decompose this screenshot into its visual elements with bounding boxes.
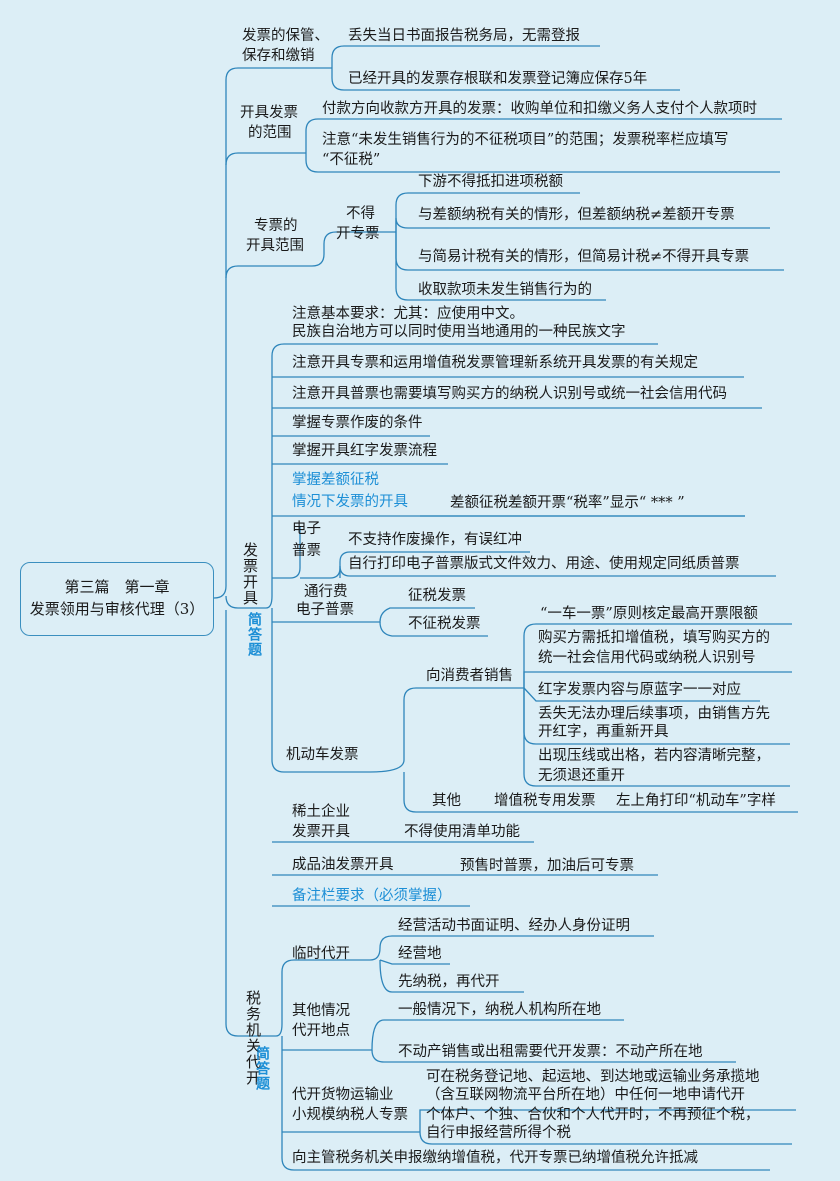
oil-item: 预售时普票，加油后可专票 xyxy=(460,858,634,874)
n3-sub-1: 不得 xyxy=(346,206,375,222)
root-line2: 发票领用与审核代理（3） xyxy=(29,600,205,618)
motor-label: 机动车发票 xyxy=(286,747,359,763)
place-label-2: 代开地点 xyxy=(292,1023,350,1039)
n3-item-3: 与简易计税有关的情形，但简易计税≠不得开具专票 xyxy=(418,249,750,265)
root-line1: 第三篇 第一章 xyxy=(64,578,170,596)
n1-item-2: 已经开具的发票存根联和发票登记簿应保存5年 xyxy=(348,71,648,87)
motor-citem-8: 无须退还重开 xyxy=(538,768,625,784)
toll-item-1: 征税发票 xyxy=(408,588,466,604)
root-node: 第三篇 第一章 发票领用与审核代理（3） xyxy=(20,562,214,636)
n3-label-2: 开具范围 xyxy=(246,238,304,254)
diff-item: 差额征税差额开票“税率”显示“ *** ” xyxy=(450,495,685,511)
n4-item-1: 注意开具专票和运用增值税发票管理新系统开具发票的有关规定 xyxy=(292,355,698,371)
rare-label-1: 稀土企业 xyxy=(292,804,350,820)
motor-citem-1: “一车一票”原则核定最高开票限额 xyxy=(540,606,758,622)
motor-oitem-2: 左上角打印“机动车”字样 xyxy=(616,793,776,809)
motor-citem-2: 购买方需抵扣增值税，填写购买方的 xyxy=(538,630,770,646)
n2-item-2: 注意“未发生销售行为的不征税项目”的范围；发票税率栏应填写 xyxy=(322,132,729,148)
n2-label-1: 开具发票 xyxy=(240,105,298,121)
cargo-label-2: 小规模纳税人专票 xyxy=(292,1107,408,1123)
remark-requirement: 备注栏要求（必须掌握） xyxy=(292,888,452,904)
motor-oitem-1: 增值税专用发票 xyxy=(494,793,596,809)
place-label-1: 其他情况 xyxy=(292,1003,350,1019)
rare-item: 不得使用清单功能 xyxy=(404,824,520,840)
diff-label-1: 掌握差额征税 xyxy=(292,472,379,488)
n4-badge: 简答题 xyxy=(246,612,262,657)
motor-citem-3: 统一社会信用代码或纳税人识别号 xyxy=(538,650,756,666)
toll-label-2: 电子普票 xyxy=(296,602,354,618)
rare-label-2: 发票开具 xyxy=(292,824,350,840)
n4-label: 发票开具 xyxy=(241,542,259,606)
n4-req-1: 注意基本要求：尤其：应使用中文。 xyxy=(292,306,524,322)
n1-label-2: 保存和缴销 xyxy=(242,48,315,64)
n1-label-1: 发票的保管、 xyxy=(242,28,329,44)
einv-item-2: 自行打印电子普票版式文件效力、用途、使用规定同纸质普票 xyxy=(348,556,740,572)
einv-label-2: 普票 xyxy=(292,543,321,559)
cargo-item-2: （含互联网物流平台所在地）中任何一地申请代开 xyxy=(426,1087,745,1103)
motor-other: 其他 xyxy=(432,793,461,809)
cargo-item-4: 自行申报经营所得个税 xyxy=(426,1125,571,1141)
n3-item-2: 与差额纳税有关的情形，但差额纳税≠差额开专票 xyxy=(418,207,735,223)
n4-item-2: 注意开具普票也需要填写购买方的纳税人识别号或统一社会信用代码 xyxy=(292,386,727,402)
einv-item-1: 不支持作废操作，有误红冲 xyxy=(348,532,522,548)
n3-label-1: 专票的 xyxy=(254,218,298,234)
temp-item-2: 经营地 xyxy=(398,946,442,962)
temp-item-3: 先纳税，再代开 xyxy=(398,974,500,990)
n2-label-2: 的范围 xyxy=(248,125,292,141)
n4-item-3: 掌握专票作废的条件 xyxy=(292,415,423,431)
cargo-item-1: 可在税务登记地、起运地、到达地或运输业务承揽地 xyxy=(426,1069,760,1085)
cargo-item-3: 个体户、个独、合伙和个人代开时，不再预征个税， xyxy=(426,1107,760,1123)
motor-citem-6: 开红字，再重新开具 xyxy=(538,724,669,740)
place-item-1: 一般情况下，纳税人机构所在地 xyxy=(398,1002,601,1018)
toll-item-2: 不征税发票 xyxy=(408,616,481,632)
motor-citem-5: 丢失无法办理后续事项，由销售方先 xyxy=(538,706,770,722)
n1-item-1: 丢失当日书面报告税务局，无需登报 xyxy=(348,28,580,44)
einv-label-1: 电子 xyxy=(292,521,321,537)
n2-item-1: 付款方向收款方开具的发票：收购单位和扣缴义务人支付个人款项时 xyxy=(322,101,757,117)
n5-last-item: 向主管税务机关申报缴纳增值税，代开专票已纳增值税允许抵减 xyxy=(292,1150,698,1166)
n3-item-1: 下游不得抵扣进项税额 xyxy=(418,174,563,190)
n4-req-2: 民族自治地方可以同时使用当地通用的一种民族文字 xyxy=(292,324,626,340)
n5-badge: 简答题 xyxy=(254,1046,270,1091)
temp-item-1: 经营活动书面证明、经办人身份证明 xyxy=(398,918,630,934)
motor-citem-4: 红字发票内容与原蓝字一一对应 xyxy=(538,682,741,698)
n5-label: 税务机关代开 xyxy=(244,990,262,1086)
motor-consumer: 向消费者销售 xyxy=(426,668,513,684)
toll-label-1: 通行费 xyxy=(304,584,348,600)
motor-citem-7: 出现压线或出格，若内容清晰完整， xyxy=(538,748,770,764)
n4-item-4: 掌握开具红字发票流程 xyxy=(292,443,437,459)
n2-item-3: “不征税” xyxy=(322,152,381,168)
n3-item-4: 收取款项未发生销售行为的 xyxy=(418,282,592,298)
oil-label: 成品油发票开具 xyxy=(292,857,394,873)
cargo-label-1: 代开货物运输业 xyxy=(292,1087,394,1103)
diff-label-2: 情况下发票的开具 xyxy=(292,494,408,510)
place-item-2: 不动产销售或出租需要代开发票：不动产所在地 xyxy=(398,1044,703,1060)
n3-sub-2: 开专票 xyxy=(336,226,380,242)
temp-label: 临时代开 xyxy=(292,946,350,962)
